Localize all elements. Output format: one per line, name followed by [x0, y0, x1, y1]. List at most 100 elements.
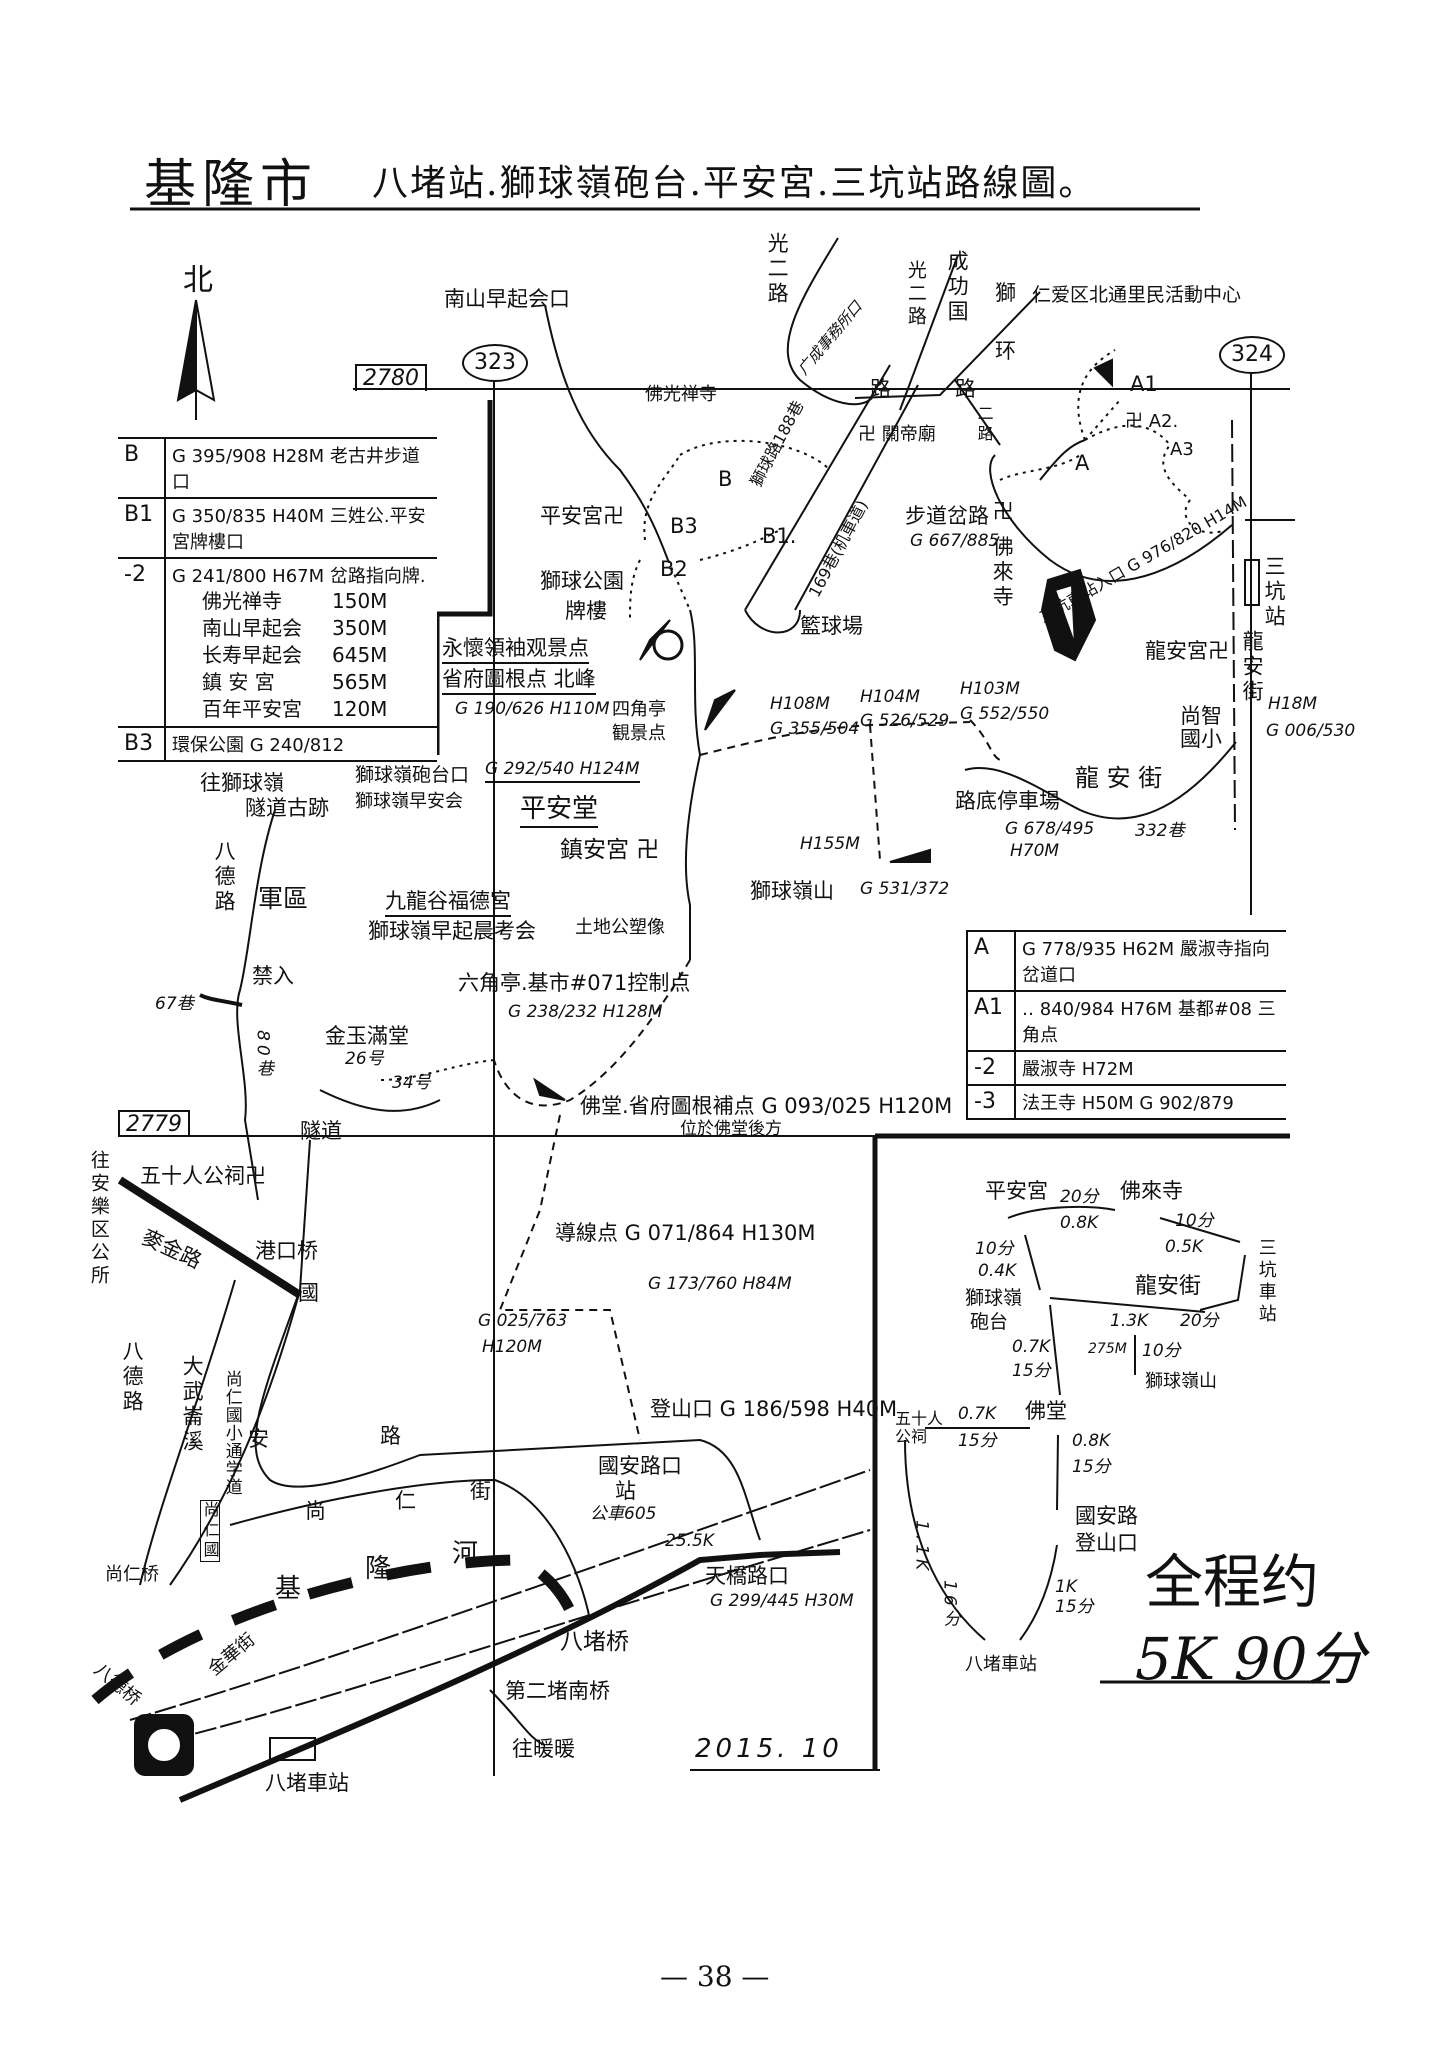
road-nanshan: [544, 304, 669, 561]
map-label: 25.5K: [665, 1531, 714, 1551]
map-label: 隧道古跡: [245, 796, 329, 820]
waypoint-b1: B1.: [762, 524, 797, 548]
road-maijin: [117, 1176, 303, 1299]
map-label: H18M: [1268, 694, 1318, 714]
map-label: 獅球嶺山: [750, 879, 834, 903]
map-label: 龍安宮卍: [1145, 639, 1229, 663]
page-title: 基隆市: [144, 155, 319, 215]
map-label: 省府圖根点 北峰: [442, 667, 596, 696]
road-shangren: [229, 1478, 591, 1621]
summary-time: 15分: [1072, 1457, 1111, 1477]
map-label: 步道岔路: [905, 504, 989, 528]
row-text: G 778/935 H62M 嚴淑寺指向岔道口: [1015, 930, 1286, 992]
map-label: G 292/540 H124M: [485, 760, 640, 783]
map-label: 三坑站: [1262, 555, 1287, 630]
map-label: G 238/232 H128M: [508, 1002, 663, 1022]
map-label: 仁爱区北通里民活動中心: [1032, 284, 1242, 306]
map-label: G 299/445 H30M: [710, 1591, 854, 1611]
map-label: 街: [470, 1479, 491, 1503]
waypoint-b3: B3: [670, 514, 698, 538]
grid-label-2779: 2779: [118, 1110, 190, 1137]
map-label: 公車605: [590, 1504, 657, 1524]
row-key: A: [967, 930, 1016, 992]
map-label: 332巷: [1135, 821, 1185, 841]
summary-box-border: [872, 1133, 1290, 1770]
summary-height: 275M: [1088, 1341, 1127, 1357]
summary-node: 八堵車站: [965, 1654, 1037, 1675]
north-label: 北: [183, 263, 213, 298]
table-row: A1‥ 840/984 H76M 基都#08 三角点: [967, 990, 1286, 1052]
map-label: 环: [995, 339, 1016, 363]
map-label: 路: [870, 377, 891, 401]
road-guang-er-2: [899, 254, 959, 411]
summary-node: 五十人公祠: [895, 1409, 944, 1446]
row-text: 環保公園 G 240/812: [165, 726, 437, 762]
map-label: 龍 安 街: [1075, 764, 1163, 792]
viewpoint-icon: [889, 848, 931, 863]
total-value: 5K 90分: [1135, 1625, 1366, 1693]
map-label: 永懷領袖观景点: [442, 636, 589, 665]
map-label: 尚仁國: [200, 1500, 220, 1562]
map-label: G 173/760 H84M: [648, 1274, 792, 1294]
map-label: 金玉滿堂: [325, 1024, 409, 1048]
waypoint-a1: A1: [1130, 372, 1158, 396]
map-label: 鎮安宮 卍: [560, 837, 660, 863]
map-label: H103M: [960, 679, 1020, 699]
map-label: 往安樂区公所: [87, 1150, 110, 1288]
summary-dist: 0.5K: [1165, 1237, 1204, 1257]
map-label: 往暖暖: [512, 1737, 575, 1761]
summary-node: 國安路: [1075, 1504, 1138, 1528]
row-text: 法王寺 H50M G 902/879: [1015, 1084, 1286, 1120]
summary-time: 15分: [1055, 1597, 1094, 1617]
page-number: — 38 —: [660, 1960, 770, 1993]
road-chongan: [254, 1289, 761, 1541]
map-label: 籃球場: [800, 614, 863, 638]
map-label: 龍安街: [1240, 630, 1265, 705]
row-key: -3: [967, 1084, 1016, 1120]
row-text: G 241/800 H67M 岔路指向牌.: [172, 566, 426, 587]
row-text: 嚴淑寺 H72M: [1015, 1050, 1286, 1086]
map-label: 光二路: [765, 232, 790, 307]
map-label: 67巷: [155, 994, 194, 1014]
total-label: 全程约: [1145, 1548, 1320, 1616]
map-label: 導線点 G 071/864 H130M: [555, 1221, 816, 1245]
map-label: 軍區: [258, 884, 309, 913]
summary-dist: 0.7K: [958, 1404, 997, 1424]
map-label: H70M: [1010, 841, 1060, 861]
summary-node: 獅球嶺山: [1145, 1371, 1217, 1392]
map-label: 平安堂: [520, 795, 599, 828]
row-key: -2: [118, 557, 166, 728]
map-label: G 355/504: [770, 719, 860, 739]
row-key: B: [118, 437, 166, 499]
road-er: [954, 379, 1001, 446]
summary-dist: 0.8K: [1060, 1213, 1099, 1233]
map-label: 禁入: [252, 964, 294, 988]
trail-a-loop: [999, 349, 1226, 534]
map-label: G 552/550: [960, 704, 1050, 724]
summary-dist: 0.7K: [1012, 1337, 1051, 1357]
map-label: 大武崙溪: [180, 1355, 205, 1455]
summary-node: 平安宮: [985, 1179, 1048, 1203]
map-label: 獅球嶺砲台口: [355, 764, 470, 786]
grid-label-324: 324: [1219, 336, 1285, 374]
row-text: ‥ 840/984 H76M 基都#08 三角点: [1015, 990, 1286, 1052]
trail-south: [493, 959, 691, 1441]
summary-dist: 1.3K: [1110, 1311, 1149, 1331]
map-label: 九龍谷福德宮: [385, 889, 511, 918]
summary-dist: 0.4K: [978, 1261, 1017, 1281]
map-label: H120M: [482, 1337, 542, 1357]
map-subtitle: 八堵站.獅球嶺砲台.平安宮.三坑站路線圖。: [372, 163, 1097, 204]
map-label: 34号: [392, 1073, 431, 1093]
map-label: 第二堵南桥: [505, 1679, 610, 1703]
map-label: 佛光禅寺: [645, 384, 717, 405]
map-label: G 531/372: [860, 879, 950, 899]
river-label: 河: [452, 1539, 479, 1569]
map-label: G 190/626 H110M: [455, 699, 610, 719]
